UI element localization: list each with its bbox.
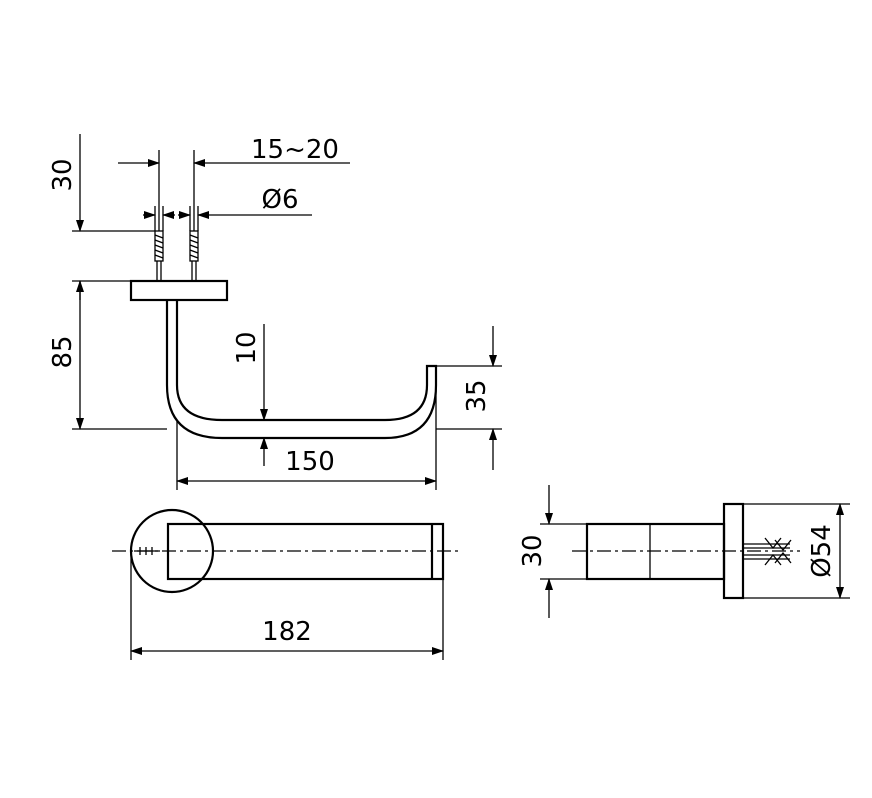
dim-anchor-diameter: Ø6: [143, 185, 312, 231]
dim-label-bar-width: 30: [518, 534, 548, 567]
dim-label-tip-height: 35: [462, 379, 492, 412]
anchor-right: [189, 230, 199, 281]
anchor-left: [154, 230, 164, 281]
dim-label-rosette-diameter: Ø54: [807, 524, 837, 578]
dim-overall-height: 85: [48, 280, 167, 430]
dim-label-arm-length: 150: [285, 447, 335, 477]
dim-label-overall-length: 182: [262, 617, 312, 647]
top-view: [112, 508, 460, 594]
dim-label-anchor-diameter: Ø6: [261, 185, 298, 215]
holder-arm: [165, 300, 438, 440]
dim-rosette-diameter: Ø54: [743, 503, 850, 599]
dim-label-overall-height: 85: [48, 335, 78, 368]
side-view: [572, 502, 800, 600]
dim-arm-length: 150: [176, 380, 437, 490]
dim-anchor-spacing: 15~20: [118, 135, 350, 231]
rosette-plate: [129, 279, 229, 302]
dim-label-mount-height: 30: [48, 158, 78, 191]
dim-tip-height: 35: [436, 326, 502, 470]
dim-label-anchor-spacing: 15~20: [251, 135, 339, 165]
dim-mount-height: 30: [48, 134, 155, 300]
dim-overall-length: 182: [130, 551, 444, 660]
dim-arm-thickness: 10: [232, 324, 268, 466]
front-view: [129, 230, 438, 440]
dim-label-arm-thickness: 10: [232, 331, 262, 364]
dim-bar-width: 30: [518, 485, 587, 618]
